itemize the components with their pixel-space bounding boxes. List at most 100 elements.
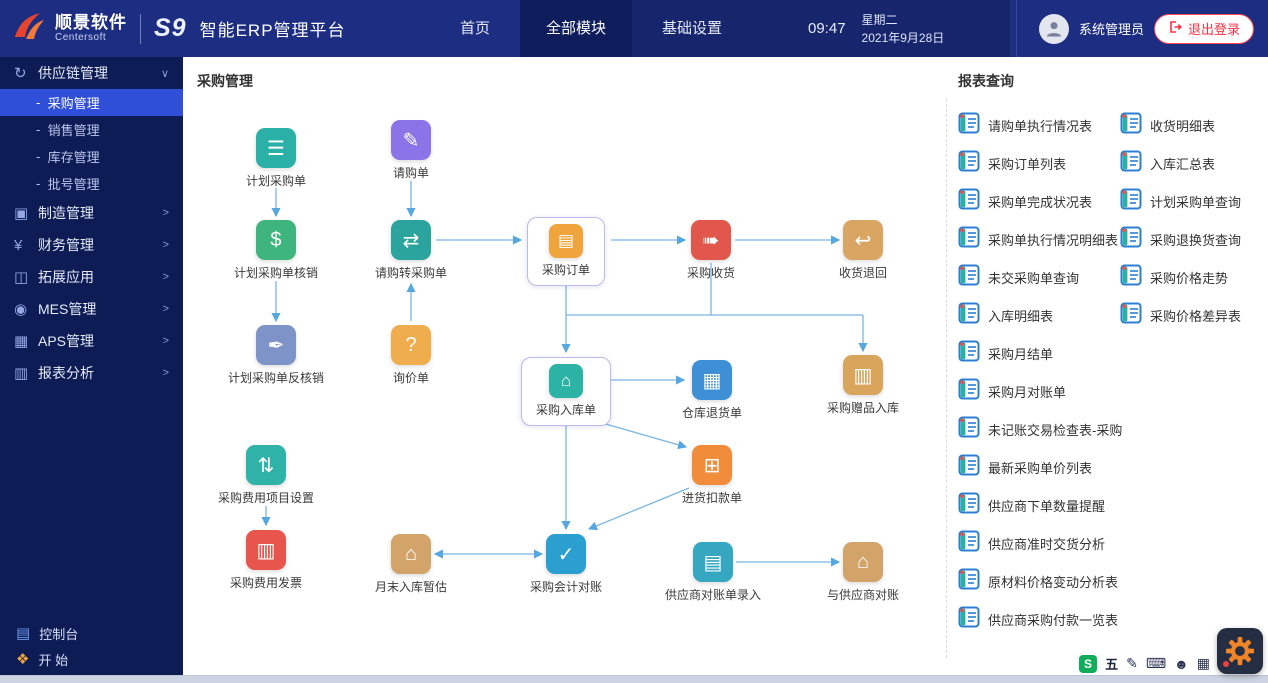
report-icon xyxy=(958,606,980,633)
taskbar-strip xyxy=(0,675,1268,683)
report-icon xyxy=(958,188,980,215)
ime-mode-label[interactable]: 五 xyxy=(1105,657,1119,672)
purchase-stockin-icon: ⌂ xyxy=(548,364,583,398)
sidebar-section-extended-apps[interactable]: ◫拓展应用> xyxy=(0,261,183,293)
sidebar-item-purchase-mgmt[interactable]: 采购管理 xyxy=(0,89,183,116)
purchase-receiving-node[interactable]: ➠采购收货 xyxy=(687,220,735,281)
flow-node-label: 采购订单 xyxy=(541,263,591,277)
chevron-down-icon: ∨ xyxy=(160,67,169,80)
warehouse-return-node[interactable]: ▦仓库退货单 xyxy=(682,360,742,421)
app-title: 智能ERP管理平台 xyxy=(199,21,346,40)
sidebar-section-finance[interactable]: ¥财务管理> xyxy=(0,229,183,261)
report-icon xyxy=(958,492,980,519)
apps-grid-icon[interactable]: ▦ xyxy=(1196,655,1210,671)
flow-node-label: 计划采购单核销 xyxy=(233,266,319,280)
purchase-expense-settings-node[interactable]: ⇅采购费用项目设置 xyxy=(218,445,314,506)
receiving-detail-report[interactable]: 收货明细表 xyxy=(1120,112,1241,137)
unposted-transactions-check-report[interactable]: 未记账交易检查表-采购 xyxy=(958,416,1122,441)
chevron-right-icon: > xyxy=(162,239,169,251)
finance-icon: ¥ xyxy=(14,236,23,254)
panel-divider xyxy=(946,99,947,658)
purchase-accounting-reconcile-node[interactable]: ✓采购会计对账 xyxy=(530,534,602,595)
po-execution-detail-report[interactable]: 采购单执行情况明细表 xyxy=(958,226,1122,251)
settings-gear-widget[interactable] xyxy=(1217,628,1263,674)
flow-node-label: 采购会计对账 xyxy=(529,580,603,594)
console-icon: ▤ xyxy=(16,625,31,642)
brand-name: 顺景软件 xyxy=(55,12,127,32)
purchase-deduction-node[interactable]: ⊞进货扣款单 xyxy=(682,445,742,506)
planned-po-writeoff-node[interactable]: $计划采购单核销 xyxy=(234,220,318,281)
po-list-report[interactable]: 采购订单列表 xyxy=(958,150,1122,175)
monthly-purchase-reconciliation-report[interactable]: 采购月对账单 xyxy=(958,378,1122,403)
nav-all-modules[interactable]: 全部模块 xyxy=(520,0,632,57)
monthly-purchase-statement-report[interactable]: 采购月结单 xyxy=(958,340,1122,365)
sogou-ime-badge[interactable]: S xyxy=(1079,654,1098,673)
purchase-gift-stockin-icon: ▥ xyxy=(842,355,883,395)
latest-purchase-price-report[interactable]: 最新采购单价列表 xyxy=(958,454,1122,479)
nav-basic-settings[interactable]: 基础设置 xyxy=(661,20,722,37)
flow-node-label: 采购收货 xyxy=(686,266,736,280)
outstanding-po-report[interactable]: 未交采购单查询 xyxy=(958,264,1122,289)
logout-icon xyxy=(1168,20,1182,37)
logout-label: 退出登录 xyxy=(1187,22,1240,37)
receipt-return-node[interactable]: ↩收货退回 xyxy=(839,220,887,281)
sidebar-item-inventory-mgmt[interactable]: 库存管理 xyxy=(0,143,183,170)
sidebar-footer-console[interactable]: ▤控制台 xyxy=(0,620,183,646)
month-end-stockin-estimate-icon: ⌂ xyxy=(390,534,431,574)
purchase-price-trend-report[interactable]: 采购价格走势 xyxy=(1120,264,1241,289)
avatar[interactable] xyxy=(1038,13,1069,44)
flow-node-label: 月末入库暂估 xyxy=(374,580,448,594)
requisition-execution-report[interactable]: 请购单执行情况表 xyxy=(958,112,1122,137)
flow-node-label: 进货扣款单 xyxy=(681,491,743,505)
purchase-gift-stockin-node[interactable]: ▥ 采购赠品入库 xyxy=(827,355,899,416)
clock-weekday: 星期二 xyxy=(861,12,898,27)
sidebar-section-report-analysis[interactable]: ▥报表分析> xyxy=(0,357,183,389)
raw-material-price-change-report[interactable]: 原材料价格变动分析表 xyxy=(958,568,1122,595)
inquiry-form-node[interactable]: ?询价单 xyxy=(391,325,431,386)
sidebar-section-mes[interactable]: ◉MES管理> xyxy=(0,293,183,325)
report-label: 采购价格差异表 xyxy=(1150,308,1242,324)
stockin-detail-report[interactable]: 入库明细表 xyxy=(958,302,1122,327)
report-label: 采购单完成状况表 xyxy=(988,194,1093,210)
planned-po-reverse-writeoff-icon: ✒ xyxy=(255,325,296,365)
user-icon[interactable]: ☻ xyxy=(1174,655,1189,672)
report-label: 采购退换货查询 xyxy=(1150,232,1242,248)
report-label: 最新采购单价列表 xyxy=(988,460,1093,476)
mes-icon: ◉ xyxy=(14,301,28,318)
supplier-reconcile-icon: ⌂ xyxy=(842,542,883,582)
month-end-stockin-estimate-node[interactable]: ⌂ 月末入库暂估 xyxy=(375,534,447,595)
report-icon xyxy=(958,568,980,595)
supplier-order-qty-reminder-report[interactable]: 供应商下单数量提醒 xyxy=(958,492,1122,519)
clock-time: 09:47 xyxy=(808,20,846,37)
flow-node-label: 采购费用发票 xyxy=(229,576,303,590)
purchase-requisition-node[interactable]: ✎请购单 xyxy=(391,120,431,181)
purchase-expense-invoice-node[interactable]: ▥采购费用发票 xyxy=(230,530,302,591)
sidebar-section-manufacturing[interactable]: ▣制造管理> xyxy=(0,197,183,229)
main-content: 采购管理 报表查询 ☰计划采购单✎请购单$计划采购单核销⇄请购转采购单▤采购订单… xyxy=(183,57,1268,676)
planned-po-query-report[interactable]: 计划采购单查询 xyxy=(1120,188,1241,213)
report-icon xyxy=(1120,302,1142,329)
sidebar-item-sales-mgmt[interactable]: 销售管理 xyxy=(0,116,183,143)
purchase-order-node[interactable]: ▤采购订单 xyxy=(526,217,606,286)
supplier-reconcile-node[interactable]: ⌂与供应商对账 xyxy=(827,542,899,603)
sidebar-section-supply-chain[interactable]: ↻供应链管理∨ xyxy=(0,57,183,89)
purchase-returns-query-report[interactable]: 采购退换货查询 xyxy=(1120,226,1242,251)
po-completion-report[interactable]: 采购单完成状况表 xyxy=(958,188,1122,215)
nav-home[interactable]: 首页 xyxy=(459,20,490,37)
requisition-to-po-node[interactable]: ⇄请购转采购单 xyxy=(375,220,447,281)
planned-purchase-order-node[interactable]: ☰计划采购单 xyxy=(246,128,306,189)
purchase-stockin-node[interactable]: ⌂采购入库单 xyxy=(520,357,612,426)
planned-po-reverse-writeoff-node[interactable]: ✒计划采购单反核销 xyxy=(228,325,324,386)
keyboard-icon[interactable]: ⌨ xyxy=(1145,655,1167,671)
sidebar-section-aps[interactable]: ▦APS管理> xyxy=(0,325,183,357)
flow-node-label: 采购赠品入库 xyxy=(826,401,900,415)
sidebar-footer-start[interactable]: ❖开 始 xyxy=(0,646,183,672)
logout-button[interactable]: 退出登录 xyxy=(1153,13,1254,44)
stockin-summary-report[interactable]: 入库汇总表 xyxy=(1120,150,1241,175)
sidebar-item-batch-mgmt[interactable]: 批号管理 xyxy=(0,170,183,197)
purchase-price-variance-report[interactable]: 采购价格差异表 xyxy=(1120,302,1242,329)
supplier-ontime-delivery-report[interactable]: 供应商准时交货分析 xyxy=(958,530,1122,555)
supplier-payment-overview-report[interactable]: 供应商采购付款一览表 xyxy=(958,606,1122,633)
pen-icon[interactable]: ✎ xyxy=(1126,655,1138,671)
supplier-statement-entry-node[interactable]: ▤供应商对账单录入 xyxy=(665,542,761,603)
